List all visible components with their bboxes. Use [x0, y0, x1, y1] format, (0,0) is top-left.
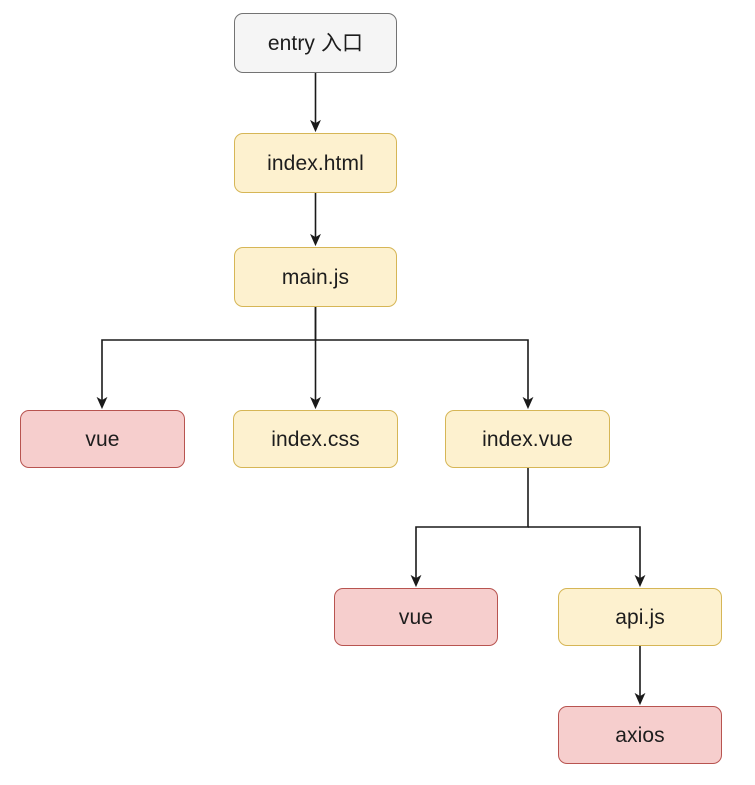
- node-entry-label: entry 入口: [267, 31, 364, 55]
- node-index-html-label: index.html: [267, 151, 364, 175]
- node-index-vue-label: index.vue: [482, 427, 573, 451]
- node-index-css[interactable]: index.css: [233, 410, 398, 468]
- node-vue-child[interactable]: vue: [334, 588, 498, 646]
- edge-main-js-to-index-vue: [315, 339, 534, 410]
- node-api-js[interactable]: api.js: [558, 588, 722, 646]
- node-axios[interactable]: axios: [558, 706, 722, 764]
- node-vue-root-label: vue: [85, 427, 120, 451]
- node-vue-child-label: vue: [398, 605, 434, 629]
- node-index-vue[interactable]: index.vue: [445, 410, 610, 468]
- node-api-js-label: api.js: [615, 605, 665, 629]
- edge-index-vue-to-vue: [410, 468, 529, 588]
- node-entry[interactable]: entry 入口: [234, 13, 397, 73]
- edge-index-vue-to-api-js: [528, 526, 646, 588]
- node-main-js-label: main.js: [281, 265, 350, 289]
- node-index-css-label: index.css: [271, 427, 360, 451]
- node-axios-label: axios: [615, 723, 665, 747]
- node-vue-root[interactable]: vue: [20, 410, 185, 468]
- edge-main-js-to-vue: [96, 307, 317, 410]
- node-main-js[interactable]: main.js: [234, 247, 397, 307]
- node-index-html[interactable]: index.html: [234, 133, 397, 193]
